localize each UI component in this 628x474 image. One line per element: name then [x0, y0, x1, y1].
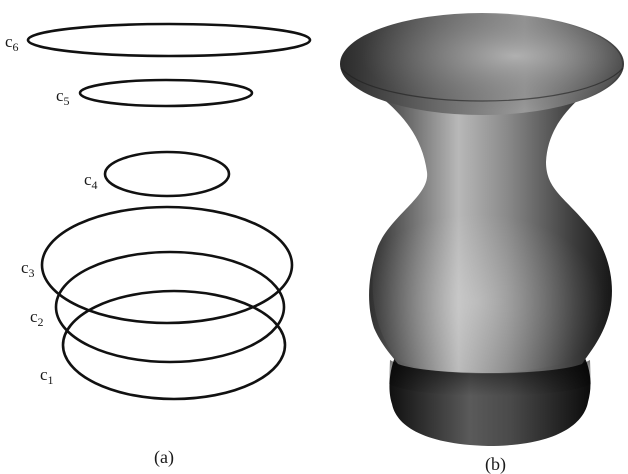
curve-c1-ellipse — [61, 289, 287, 401]
caption-b: (b) — [485, 454, 506, 474]
curve-label-c1: c1 — [40, 365, 54, 387]
panel-a — [26, 22, 312, 401]
curve-label-c3: c3 — [21, 258, 35, 280]
curve-c4-ellipse — [103, 150, 231, 198]
vase-base-band — [389, 360, 591, 396]
curve-c6-ellipse — [26, 22, 312, 58]
vase-body-highlight — [372, 213, 606, 374]
curve-c2-ellipse — [54, 250, 286, 364]
panel-b — [340, 13, 624, 446]
vase-rim-glow — [342, 14, 622, 114]
curve-label-c2: c2 — [30, 307, 44, 329]
vase-rim-lip — [340, 67, 624, 102]
curve-label-c4: c4 — [84, 170, 98, 192]
curve-label-c6: c6 — [5, 32, 19, 54]
caption-a: (a) — [154, 447, 174, 468]
curve-label-c5: c5 — [56, 86, 70, 108]
curve-c3-ellipse — [40, 205, 294, 325]
curve-c5-ellipse — [78, 78, 254, 108]
